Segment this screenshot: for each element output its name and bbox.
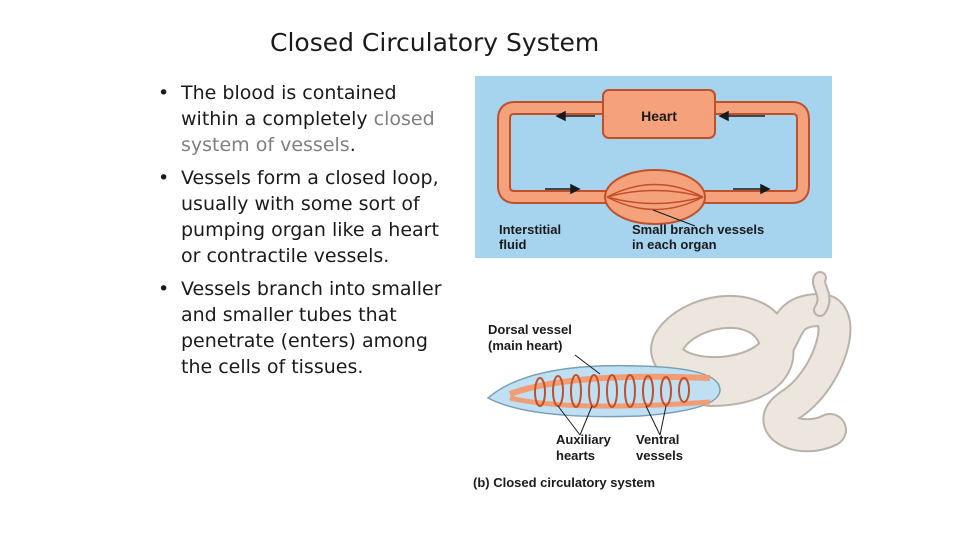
branch-label: Small branch vessels [632,222,764,237]
branch-vessels [604,169,706,225]
bullet-highlight: closed system of vessels [181,108,435,156]
worm-body [650,271,852,453]
dorsal-label-2: (main heart) [488,338,562,353]
bullet-text-end: . [349,134,356,156]
figure-caption: (b) Closed circulatory system [473,475,655,490]
slide-title: Closed Circulatory System [270,28,600,57]
ventral-label: Ventral [636,432,679,447]
heart-box [602,89,716,139]
bullet-list: The blood is contained within a complete… [158,80,458,387]
branch-label-2: in each organ [632,237,717,252]
interstitial-label: Interstitial [499,222,561,237]
worm-cutaway [486,364,721,418]
bullet-item: Vessels branch into smaller and smaller … [158,276,458,380]
auxiliary-label-2: hearts [556,448,595,463]
bullet-item: Vessels form a closed loop, usually with… [158,165,458,269]
auxiliary-label: Auxiliary [556,432,612,447]
ventral-label-2: vessels [636,448,683,463]
dorsal-label: Dorsal vessel [488,322,572,337]
bullet-text: Vessels branch into smaller and smaller … [181,278,442,378]
bullet-text: Vessels form a closed loop, usually with… [181,167,439,267]
branch-leader [652,209,696,227]
interstitial-label-2: fluid [499,237,526,252]
vessel-loop-fill [499,103,808,202]
earthworm-diagram: Dorsal vessel (main heart) Auxiliary hea… [473,271,852,490]
bullet-item: The blood is contained within a complete… [158,80,458,158]
bullet-text: The blood is contained within a complete… [181,82,397,130]
flow-arrows [545,110,771,195]
closed-loop-diagram: Heart Interstitial fluid Small branch ve… [475,76,832,258]
heart-label: Heart [641,108,677,124]
label-leaders [557,354,667,436]
